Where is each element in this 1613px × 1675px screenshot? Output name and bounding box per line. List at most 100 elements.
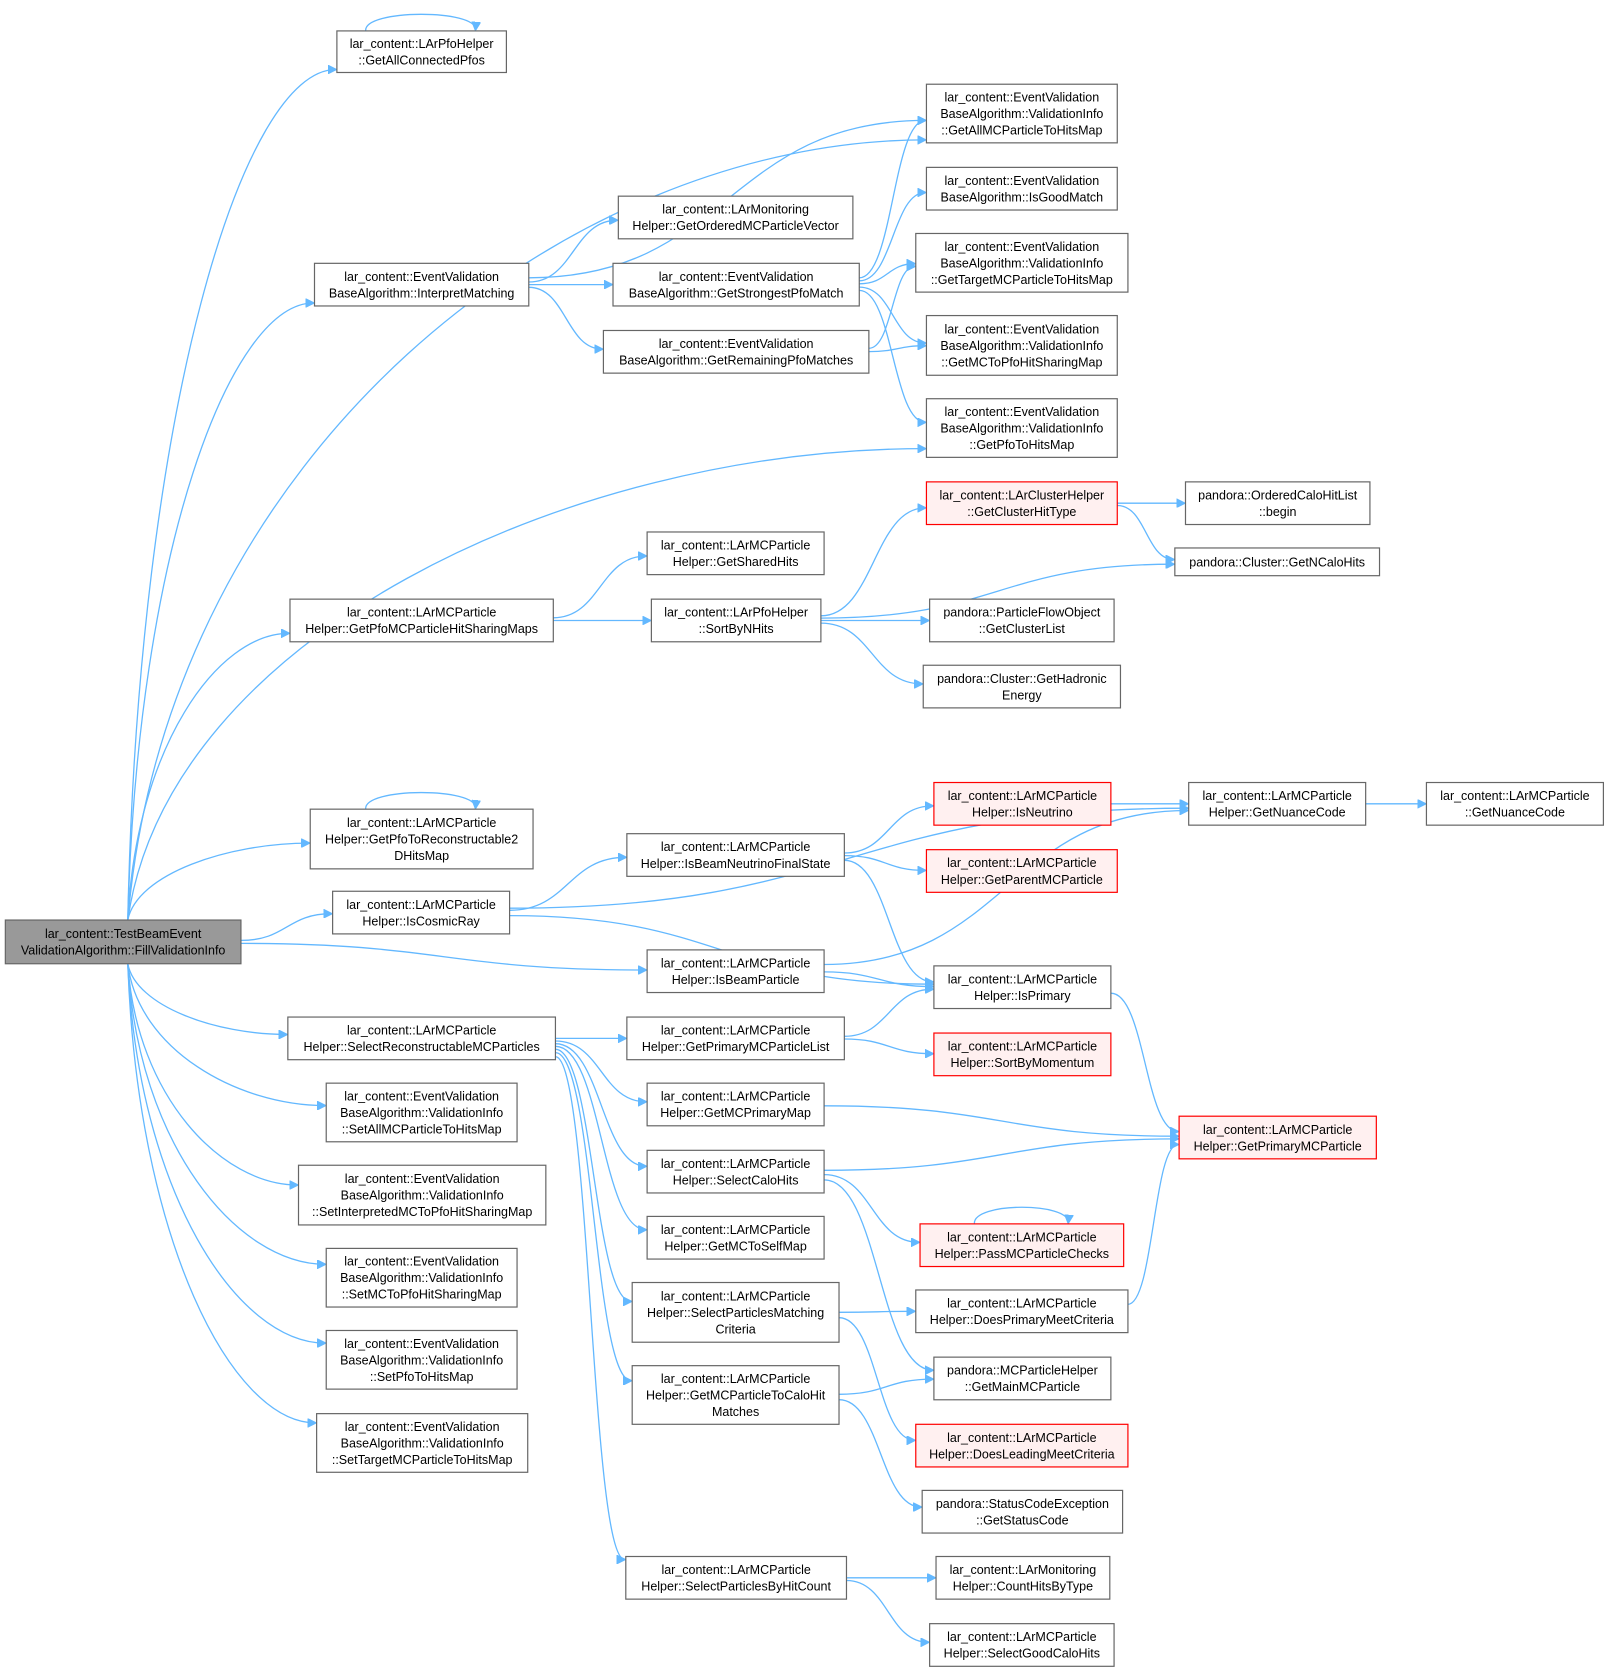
call-edge-srmc-to-gmts — [555, 1045, 646, 1230]
node-pmcc[interactable]: lar_content::LArMCParticleHelper::PassMC… — [919, 1223, 1125, 1268]
node-gmmc[interactable]: pandora::MCParticleHelper::GetMainMCPart… — [933, 1356, 1112, 1401]
node-sgch[interactable]: lar_content::LArMCParticleHelper::Select… — [929, 1623, 1115, 1667]
node-box — [915, 1289, 1129, 1334]
node-box — [1188, 781, 1367, 826]
node-dlmc[interactable]: lar_content::LArMCParticleHelper::DoesLe… — [915, 1423, 1129, 1468]
node-gmts[interactable]: lar_content::LArMCParticleHelper::GetMCT… — [646, 1215, 825, 1260]
node-gpar[interactable]: lar_content::LArMCParticleHelper::GetPar… — [925, 849, 1118, 893]
node-sch[interactable]: lar_content::LArMCParticleHelper::Select… — [646, 1149, 825, 1194]
node-ibp[interactable]: lar_content::LArMCParticleHelper::IsBeam… — [646, 949, 825, 994]
node-label-line: lar_content::LArMCParticle — [1203, 1123, 1352, 1137]
node-box — [650, 598, 822, 643]
node-box — [631, 1365, 840, 1425]
call-edge-sbnh-to-ghe — [820, 622, 922, 684]
node-gnch[interactable]: pandora::Cluster::GetNCaloHits — [1174, 547, 1381, 577]
node-gsh[interactable]: lar_content::LArMCParticleHelper::GetSha… — [646, 531, 825, 576]
call-edge-root-to-simc — [127, 963, 298, 1185]
node-label-line: ::SetMCToPfoHitSharingMap — [342, 1288, 502, 1302]
node-root[interactable]: lar_content::TestBeamEventValidationAlgo… — [4, 919, 242, 965]
call-edge-im-to-grpm — [528, 286, 603, 349]
node-box — [935, 1555, 1111, 1600]
node-gpml[interactable]: lar_content::LArMCParticleHelper::GetPri… — [626, 1016, 845, 1061]
node-icr[interactable]: lar_content::LArMCParticleHelper::IsCosm… — [332, 890, 511, 935]
node-sbm[interactable]: lar_content::LArMCParticleHelper::SortBy… — [933, 1032, 1112, 1077]
node-chbt[interactable]: lar_content::LArMonitoringHelper::CountH… — [935, 1555, 1111, 1600]
node-label-line: lar_content::LArMCParticle — [661, 840, 810, 854]
node-grpm[interactable]: lar_content::EventValidationBaseAlgorith… — [602, 329, 870, 374]
node-gspm[interactable]: lar_content::EventValidationBaseAlgorith… — [612, 262, 860, 307]
node-gnc2[interactable]: lar_content::LArMCParticle::GetNuanceCod… — [1425, 781, 1605, 826]
node-label-line: lar_content::EventValidation — [659, 270, 814, 284]
node-label-line: ::SetTargetMCParticleToHitsMap — [332, 1453, 513, 1467]
node-gpmc[interactable]: lar_content::LArMCParticleHelper::GetPfo… — [289, 598, 554, 643]
node-label-line: lar_content::EventValidation — [659, 337, 814, 351]
node-ipr[interactable]: lar_content::LArMCParticleHelper::IsPrim… — [933, 965, 1112, 1010]
node-label-line: lar_content::LArMCParticle — [948, 789, 1097, 803]
node-label-line: lar_content::LArMCParticle — [947, 856, 1096, 870]
node-ochb[interactable]: pandora::OrderedCaloHitList::begin — [1184, 481, 1371, 526]
node-box — [626, 1016, 845, 1061]
node-label-line: ::GetPfoToHitsMap — [969, 438, 1074, 452]
node-label-line: Helper::GetPrimaryMCParticleList — [642, 1040, 830, 1054]
node-label-line: ::SortByNHits — [699, 622, 774, 636]
node-label-line: lar_content::EventValidation — [944, 91, 1099, 105]
node-label-line: lar_content::LArMCParticle — [347, 606, 496, 620]
node-gacp[interactable]: lar_content::LArPfoHelper::GetAllConnect… — [336, 30, 507, 74]
node-box — [929, 1623, 1115, 1667]
node-label-line: Helper::IsBeamNeutrinoFinalState — [641, 857, 831, 871]
node-im[interactable]: lar_content::EventValidationBaseAlgorith… — [313, 262, 530, 307]
node-gomv[interactable]: lar_content::LArMonitoringHelper::GetOrd… — [617, 195, 854, 240]
node-gamc[interactable]: lar_content::EventValidationBaseAlgorith… — [925, 83, 1118, 144]
node-label-line: lar_content::LArMCParticle — [661, 1223, 810, 1237]
node-gmch[interactable]: lar_content::LArMCParticleHelper::GetMCP… — [631, 1365, 840, 1425]
node-samc[interactable]: lar_content::EventValidationBaseAlgorith… — [325, 1082, 518, 1143]
node-spmc[interactable]: lar_content::LArMCParticleHelper::Select… — [631, 1281, 840, 1343]
node-label-line: Helper::GetPrimaryMCParticle — [1194, 1139, 1362, 1153]
call-edge-spmc-to-dpmc — [838, 1311, 915, 1312]
node-srmc[interactable]: lar_content::LArMCParticleHelper::Select… — [287, 1016, 557, 1061]
node-gmpm[interactable]: lar_content::LArMCParticleHelper::GetMCP… — [646, 1082, 825, 1127]
node-box — [617, 195, 854, 240]
node-sphc[interactable]: lar_content::LArMCParticleHelper::Select… — [625, 1555, 848, 1600]
node-label-line: Helper::IsPrimary — [974, 989, 1071, 1003]
node-label-line: Helper::GetSharedHits — [673, 555, 799, 569]
node-simc[interactable]: lar_content::EventValidationBaseAlgorith… — [297, 1164, 547, 1226]
node-sbnh[interactable]: lar_content::LArPfoHelper::SortByNHits — [650, 598, 822, 643]
node-label-line: lar_content::EventValidation — [344, 1255, 499, 1269]
node-box — [919, 1223, 1125, 1268]
node-gcl[interactable]: pandora::ParticleFlowObject::GetClusterL… — [929, 598, 1115, 643]
node-spth[interactable]: lar_content::EventValidationBaseAlgorith… — [325, 1329, 518, 1390]
node-gsc[interactable]: pandora::StatusCodeException::GetStatusC… — [921, 1489, 1124, 1534]
node-label-line: Helper::IsNeutrino — [972, 806, 1073, 820]
node-label-line: ::GetMainMCParticle — [965, 1380, 1080, 1394]
node-label-line: lar_content::LArMCParticle — [947, 1431, 1096, 1445]
node-label-line: Helper::GetParentMCParticle — [941, 873, 1103, 887]
node-ibnf[interactable]: lar_content::LArMCParticleHelper::IsBeam… — [626, 833, 845, 877]
node-label-line: lar_content::LArMCParticle — [1202, 789, 1351, 803]
node-gmcp[interactable]: lar_content::EventValidationBaseAlgorith… — [925, 314, 1118, 376]
node-igm[interactable]: lar_content::EventValidationBaseAlgorith… — [925, 166, 1118, 211]
node-label-line: Helper::SelectParticlesMatching — [647, 1306, 824, 1320]
node-smcp[interactable]: lar_content::EventValidationBaseAlgorith… — [325, 1247, 518, 1308]
node-gpth[interactable]: lar_content::EventValidationBaseAlgorith… — [925, 398, 1118, 458]
node-dpmc[interactable]: lar_content::LArMCParticleHelper::DoesPr… — [915, 1289, 1129, 1334]
call-edge-gcht-to-gnch — [1117, 504, 1174, 560]
node-box — [625, 1555, 848, 1600]
node-box — [287, 1016, 557, 1061]
node-box — [297, 1164, 547, 1226]
node-label-line: lar_content::EventValidation — [345, 1420, 500, 1434]
node-stmc[interactable]: lar_content::EventValidationBaseAlgorith… — [316, 1413, 529, 1473]
node-layer: lar_content::TestBeamEventValidationAlgo… — [4, 30, 1605, 1667]
node-gpmp[interactable]: lar_content::LArMCParticleHelper::GetPri… — [1178, 1115, 1377, 1160]
node-label-line: ::SetPfoToHitsMap — [370, 1370, 474, 1384]
node-gpr2[interactable]: lar_content::LArMCParticleHelper::GetPfo… — [309, 808, 534, 870]
node-isn[interactable]: lar_content::LArMCParticleHelper::IsNeut… — [933, 781, 1112, 826]
node-box — [925, 481, 1118, 526]
node-gnc1[interactable]: lar_content::LArMCParticleHelper::GetNua… — [1188, 781, 1367, 826]
node-gtmc[interactable]: lar_content::EventValidationBaseAlgorith… — [915, 232, 1129, 293]
node-label-line: ::GetNuanceCode — [1465, 806, 1565, 820]
node-box — [929, 598, 1115, 643]
node-box — [325, 1082, 518, 1143]
node-gcht[interactable]: lar_content::LArClusterHelper::GetCluste… — [925, 481, 1118, 526]
